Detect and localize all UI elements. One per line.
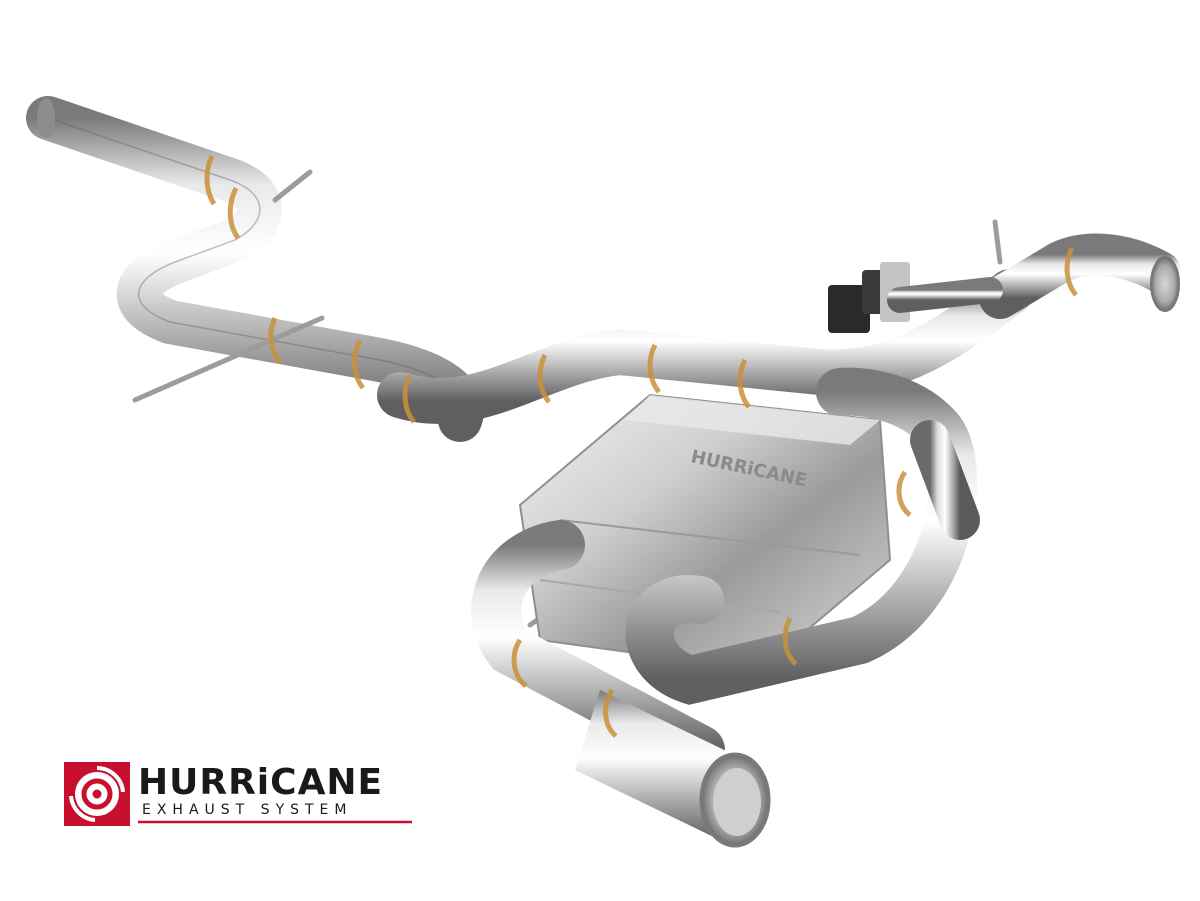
- hurricane-logo: HURRiCANE EXHAUST SYSTEM: [64, 762, 412, 826]
- mid-pipe-section: [377, 233, 1181, 424]
- brand-tagline: EXHAUST SYSTEM: [142, 802, 352, 818]
- front-pipe-section: [26, 96, 484, 442]
- inlet-flange: [37, 98, 55, 138]
- valve-actuator: [828, 262, 1003, 333]
- right-outlet-pipe-end: [1150, 256, 1180, 312]
- rear-muffler: HURRiCANE: [518, 393, 892, 672]
- rear-loop-pipes: [471, 367, 980, 775]
- brand-name: HURRiCANE: [138, 762, 383, 803]
- weld-seams: [204, 154, 1079, 738]
- hurricane-swirl-icon: [64, 762, 130, 826]
- exhaust-tip: [575, 690, 771, 848]
